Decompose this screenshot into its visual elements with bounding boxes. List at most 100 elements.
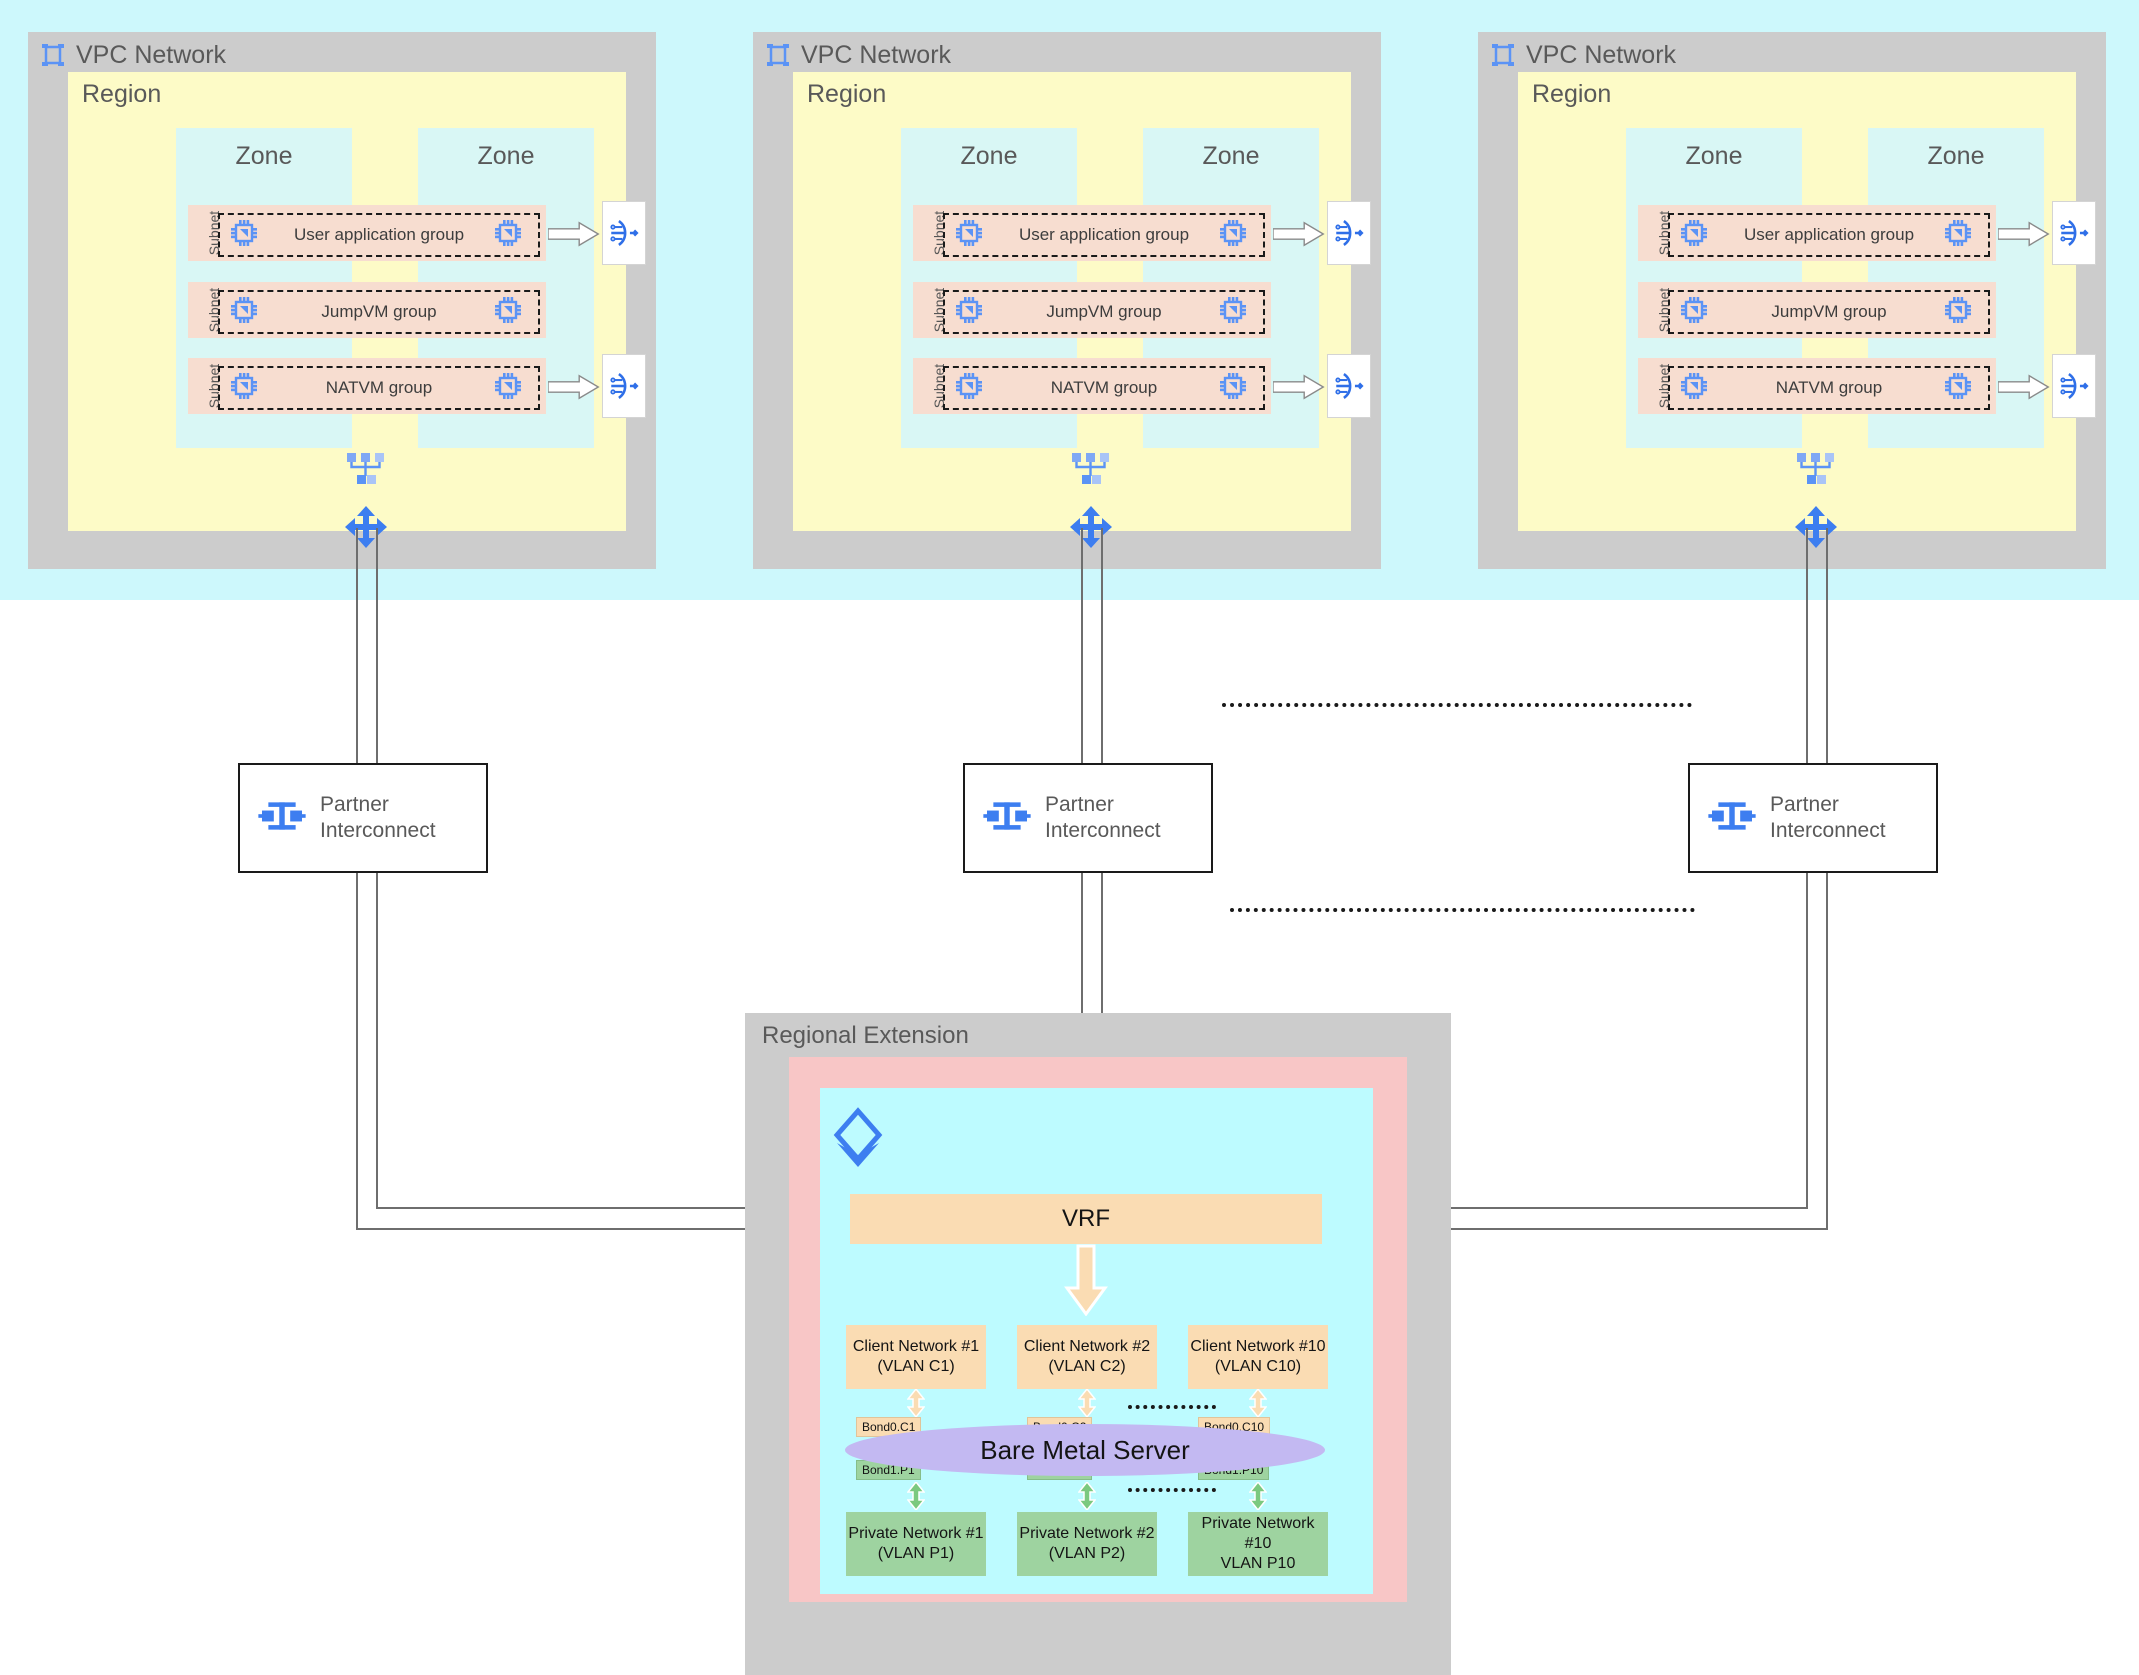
private-bond-arrow <box>1248 1480 1268 1512</box>
cloud-nat-box[interactable] <box>602 201 646 265</box>
private-bond-arrow <box>1077 1480 1097 1512</box>
private-network-label: Private Network #1(VLAN P1) <box>848 1525 984 1562</box>
wire-vpc3-a2 <box>1806 873 1808 1207</box>
cloud-router-icon <box>1794 505 1838 554</box>
layers-stack-icon <box>825 1105 891 1171</box>
cloud-nat-box[interactable] <box>2052 354 2096 418</box>
vm-chip-icon <box>494 219 522 247</box>
partner-interconnect-icon <box>258 796 306 841</box>
client-network-box[interactable]: Client Network #2(VLAN C2) <box>1017 1325 1157 1389</box>
network-tree-icon <box>1794 452 1838 491</box>
instance-group-label: User application group <box>1018 225 1190 244</box>
vpc-header: VPC Network <box>753 32 951 78</box>
cloud-nat-box[interactable] <box>2052 201 2096 265</box>
egress-arrow-icon <box>1997 374 2050 405</box>
ellipsis-separator-top <box>1222 703 1692 707</box>
instance-group-label: User application group <box>293 225 465 244</box>
zone-label: Zone <box>477 142 535 170</box>
client-bond-arrow <box>1248 1387 1268 1419</box>
client-network-label: Client Network #1(VLAN C1) <box>852 1338 980 1375</box>
vm-chip-icon <box>1219 219 1247 247</box>
instance-group[interactable]: User application group <box>218 213 540 257</box>
egress-arrow-icon <box>547 221 600 252</box>
vpc-header: VPC Network <box>28 32 226 78</box>
vpc-network-icon <box>40 42 66 68</box>
partner-interconnect-icon <box>1708 796 1756 841</box>
region-label: Region <box>807 80 887 108</box>
wire-vpc3-a <box>1806 528 1808 763</box>
cloud-nat-box[interactable] <box>602 354 646 418</box>
vm-chip-icon <box>494 296 522 324</box>
wire-vpc1-b2 <box>376 873 378 1207</box>
network-tree-icon <box>344 452 388 491</box>
wire-vpc1-b3 <box>376 1207 850 1209</box>
cloud-nat-box[interactable] <box>1327 354 1371 418</box>
vrf-box[interactable]: VRF <box>850 1194 1322 1244</box>
vm-chip-icon <box>494 372 522 400</box>
instance-group[interactable]: User application group <box>943 213 1265 257</box>
wire-vpc2-b <box>1101 528 1103 763</box>
client-network-label: Client Network #10(VLAN C10) <box>1190 1338 1326 1375</box>
zone-label: Zone <box>1927 142 1985 170</box>
egress-arrow-icon <box>1272 374 1325 405</box>
client-network-box[interactable]: Client Network #10(VLAN C10) <box>1188 1325 1328 1389</box>
partner-interconnect-icon <box>983 796 1031 841</box>
instance-group-label: JumpVM group <box>1046 302 1162 321</box>
instance-group-label: JumpVM group <box>321 302 437 321</box>
vm-chip-icon <box>230 296 258 324</box>
vm-chip-icon <box>955 296 983 324</box>
wire-vpc1-b <box>376 528 378 763</box>
bare-metal-server[interactable]: Bare Metal Server <box>845 1424 1325 1476</box>
zone-label: Zone <box>960 142 1018 170</box>
cloud-router-icon <box>344 505 388 554</box>
egress-arrow-icon <box>1272 221 1325 252</box>
vm-chip-icon <box>1219 296 1247 324</box>
egress-arrow-icon <box>547 374 600 405</box>
client-network-box[interactable]: Client Network #1(VLAN C1) <box>846 1325 986 1389</box>
client-bond-arrow <box>1077 1387 1097 1419</box>
vm-chip-icon <box>955 219 983 247</box>
vm-chip-icon <box>955 372 983 400</box>
instance-group-label: User application group <box>1743 225 1915 244</box>
ellipsis-separator-bottom <box>1230 908 1695 912</box>
region-label: Region <box>82 80 162 108</box>
instance-group[interactable]: JumpVM group <box>1668 290 1990 334</box>
vm-chip-icon <box>1219 372 1247 400</box>
wire-vpc2-a <box>1081 528 1083 763</box>
instance-group[interactable]: User application group <box>1668 213 1990 257</box>
instance-group[interactable]: NATVM group <box>1668 366 1990 410</box>
bare-metal-server-label: Bare Metal Server <box>980 1434 1190 1465</box>
instance-group[interactable]: NATVM group <box>218 366 540 410</box>
instance-group-label: JumpVM group <box>1771 302 1887 321</box>
egress-arrow-icon <box>1997 221 2050 252</box>
instance-group[interactable]: NATVM group <box>943 366 1265 410</box>
cloud-router-icon <box>1069 505 1113 554</box>
instance-group-label: NATVM group <box>1775 378 1883 397</box>
wire-vpc1-a3 <box>356 1228 850 1230</box>
private-network-box[interactable]: Private Network #1(VLAN P1) <box>846 1512 986 1576</box>
private-network-box[interactable]: Private Network #2(VLAN P2) <box>1017 1512 1157 1576</box>
zone-label: Zone <box>235 142 293 170</box>
vm-chip-icon <box>1680 372 1708 400</box>
vm-chip-icon <box>1680 296 1708 324</box>
vpc-header-label: VPC Network <box>76 40 227 69</box>
instance-group[interactable]: JumpVM group <box>218 290 540 334</box>
private-ellipsis-dots <box>1128 1488 1216 1492</box>
vm-chip-icon <box>230 219 258 247</box>
vm-chip-icon <box>1680 219 1708 247</box>
regional-extension-label: Regional Extension <box>762 1022 969 1049</box>
cloud-nat-box[interactable] <box>1327 201 1371 265</box>
client-bond-arrow <box>906 1387 926 1419</box>
instance-group[interactable]: JumpVM group <box>943 290 1265 334</box>
region-label: Region <box>1532 80 1612 108</box>
instance-group-label: NATVM group <box>1050 378 1158 397</box>
client-network-label: Client Network #2(VLAN C2) <box>1023 1338 1151 1375</box>
